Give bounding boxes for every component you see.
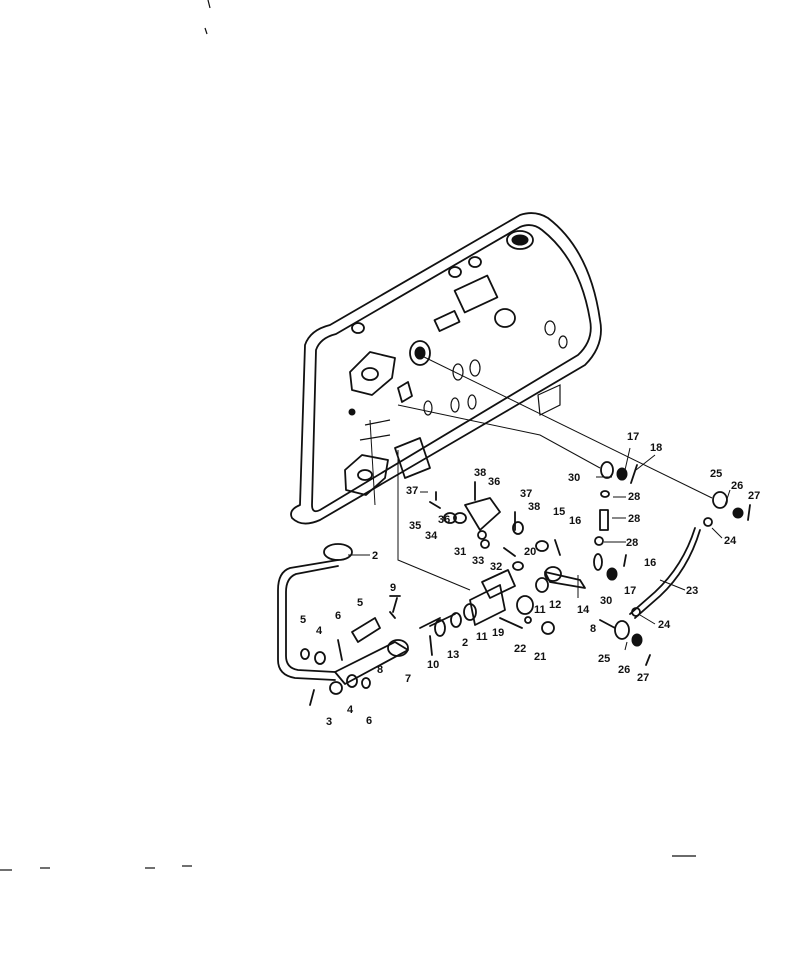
callout-26: 26	[618, 664, 630, 676]
callout-27: 27	[748, 490, 760, 502]
callout-30: 30	[600, 595, 612, 607]
callout-28: 28	[628, 491, 640, 503]
callout-2: 2	[372, 550, 378, 562]
dashboard-housing	[290, 212, 602, 525]
callout-4: 4	[316, 625, 323, 637]
callout-18: 18	[650, 442, 662, 454]
callout-36: 36	[438, 514, 450, 526]
callout-12: 12	[549, 599, 561, 611]
callout-17: 17	[624, 585, 636, 597]
callout-2: 2	[462, 637, 468, 649]
callout-28: 28	[628, 513, 640, 525]
callout-20: 20	[524, 546, 536, 558]
callout-35: 35	[409, 520, 421, 532]
bracket-parts	[429, 481, 561, 571]
callout-5: 5	[300, 614, 306, 626]
indicator-lamps	[423, 320, 568, 416]
callout-4: 4	[347, 704, 354, 716]
callout-37: 37	[520, 488, 532, 500]
callout-11: 11	[534, 604, 546, 616]
callout-labels: 2 3 4 4 5 5 6 6 7 8 9 10 11 11 12 2 13 1…	[300, 431, 760, 728]
callout-37: 37	[406, 485, 418, 497]
callout-24: 24	[658, 619, 671, 631]
callout-19: 19	[492, 627, 504, 639]
callout-25: 25	[598, 653, 610, 665]
callout-16: 16	[644, 557, 656, 569]
callout-6: 6	[335, 610, 341, 622]
callout-9: 9	[390, 582, 396, 594]
callout-11: 11	[476, 631, 488, 643]
callout-33: 33	[472, 555, 484, 567]
callout-21: 21	[534, 651, 546, 663]
callout-16: 16	[569, 515, 581, 527]
throttle-lever-assembly	[277, 543, 586, 706]
callout-leaders	[348, 447, 731, 651]
callout-32: 32	[490, 561, 502, 573]
callout-13: 13	[447, 649, 459, 661]
callout-15: 15	[553, 506, 565, 518]
scan-marks	[0, 0, 696, 871]
callout-38: 38	[474, 467, 486, 479]
callout-28: 28	[626, 537, 638, 549]
cable-assembly	[593, 461, 751, 666]
linkage-lines	[369, 354, 713, 591]
callout-25: 25	[710, 468, 722, 480]
callout-27: 27	[637, 672, 649, 684]
callout-36: 36	[488, 476, 500, 488]
callout-24: 24	[724, 535, 737, 547]
callout-23: 23	[686, 585, 698, 597]
callout-38: 38	[528, 501, 540, 513]
callout-34: 34	[425, 530, 438, 542]
callout-3: 3	[326, 716, 332, 728]
callout-6: 6	[366, 715, 372, 727]
callout-7: 7	[405, 673, 411, 685]
callout-8: 8	[377, 664, 383, 676]
callout-8: 8	[590, 623, 596, 635]
callout-17: 17	[627, 431, 639, 443]
callout-22: 22	[514, 643, 526, 655]
callout-5: 5	[357, 597, 363, 609]
callout-14: 14	[577, 604, 590, 616]
callout-30: 30	[568, 472, 580, 484]
callout-10: 10	[427, 659, 439, 671]
callout-26: 26	[731, 480, 743, 492]
callout-31: 31	[454, 546, 466, 558]
